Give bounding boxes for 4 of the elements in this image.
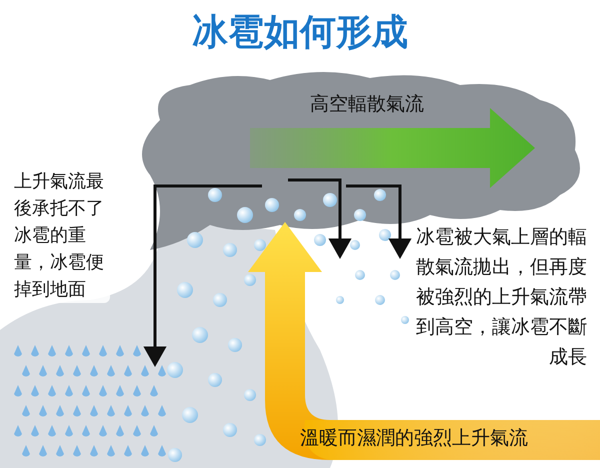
title: 冰雹如何形成 [192,11,408,55]
annotation-text: 溫暖而濕潤的強烈上升氣流 [300,426,528,451]
annotation-text: 高空輻散氣流 [310,92,424,117]
annotation-text: 冰雹被大氣上層的輻散氣流拋出，但再度被強烈的上升氣流帶到高空，讓冰雹不斷成長 [415,225,587,370]
